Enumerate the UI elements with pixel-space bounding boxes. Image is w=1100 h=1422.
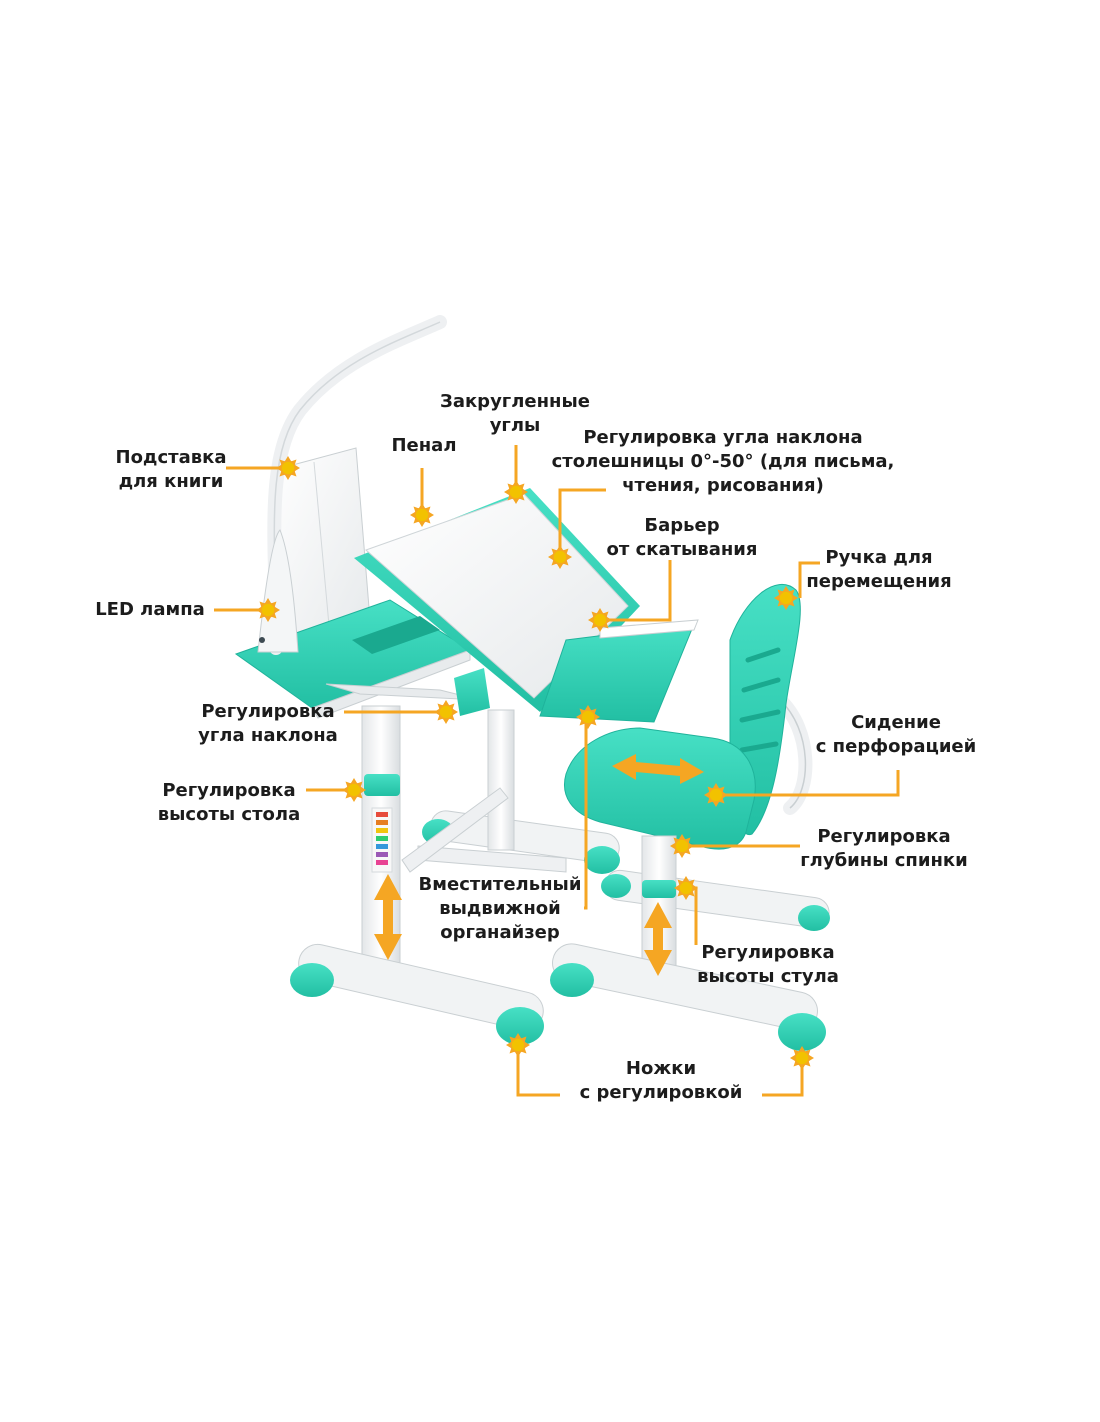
desk-front-foot-cap [496,1007,544,1045]
height-scale-bar [376,836,388,841]
tilt-bracket [454,668,490,716]
sun-marker-icon [673,875,699,901]
sun-marker-icon [669,833,695,859]
chair-back-frame-edge [779,699,807,809]
label-line: для книги [118,471,224,492]
chair-front-foot-cap [778,1013,826,1051]
label-led-lamp: LED лампа [86,598,214,622]
label-line: чтения, рисования) [622,475,824,496]
label-line: Регулировка [201,701,335,722]
label-line: Сидение [851,712,941,733]
label-line: Подставка [115,447,227,468]
sun-marker-icon [255,597,281,623]
label-line: выдвижной [439,898,561,919]
label-back-depth: Регулировка глубины спинки [792,825,976,873]
label-line: Барьер [644,515,720,536]
label-adjustable-legs: Ножки с регулировкой [568,1057,754,1105]
desk [234,315,699,1045]
sun-marker-icon [433,699,459,725]
desk-back-pole [487,709,515,851]
label-line: Пенал [391,435,457,456]
desk-brace [401,787,509,873]
height-scale-bar [376,844,388,849]
label-tilt-adjust-top: Регулировка угла наклона столешницы 0°-5… [540,426,906,498]
sun-marker-icon [703,782,729,808]
height-scale-bar [376,852,388,857]
label-book-stand: Подставка для книги [104,446,238,494]
chair-seat [564,727,756,850]
chair-height-clamp [642,880,676,898]
label-line: Ручка для [825,547,933,568]
label-line: столешницы 0°-50° (для письма, [551,451,895,472]
label-line: Регулировка [162,780,296,801]
chair [550,584,830,1051]
label-line: с регулировкой [579,1082,743,1103]
height-scale-bar [376,820,388,825]
label-organizer: Вместительный выдвижной органайзер [410,873,590,945]
book-stand-fold [313,461,331,637]
sun-marker-icon [575,704,601,730]
sun-marker-icon [503,479,529,505]
label-line: высоты стула [697,966,839,987]
label-line: Регулировка [817,826,951,847]
desk-height-clamp [364,774,400,796]
label-line: Вместительный [418,874,582,895]
label-anti-roll-barrier: Барьер от скатывания [596,514,768,562]
tabletop [365,493,629,699]
height-scale-bar [376,812,388,817]
sun-marker-icon [505,1032,531,1058]
sun-marker-icon [587,607,613,633]
chair-back-foot-cap [601,874,631,898]
double-arrow-icon [374,874,402,960]
label-line: LED лампа [95,599,205,620]
label-line: перемещения [806,571,952,592]
pencil-case-slot [352,616,440,654]
sun-marker-icon [789,1045,815,1071]
label-desk-height: Регулировка высоты стола [146,779,312,827]
chair-backrest-slots [739,647,781,753]
double-arrow-icon [644,902,672,976]
label-line: от скатывания [606,539,758,560]
label-line: высоты стола [157,804,301,825]
label-line: с перфорацией [815,736,977,757]
label-tilt-adjust: Регулировка угла наклона [188,700,348,748]
label-move-handle: Ручка для перемещения [800,546,958,594]
label-line: Регулировка угла наклона [583,427,863,448]
chair-back-foot [604,869,830,929]
sun-marker-icon [276,456,300,480]
label-line: углы [489,415,541,436]
chair-back-foot-cap [798,905,830,931]
label-pencil-case: Пенал [384,434,464,458]
label-chair-height: Регулировка высоты стула [690,941,846,989]
label-line: Закругленные [440,391,590,412]
sun-marker-icon [547,544,573,570]
led-lamp-switch [259,637,265,643]
desk-front-foot-cap [290,963,334,997]
chair-front-foot [552,943,818,1031]
label-line: глубины спинки [800,850,968,871]
desk-frame-rail [311,649,471,719]
callout-markers [255,456,815,1071]
double-arrow-icon [612,754,704,784]
label-line: Регулировка [701,942,835,963]
label-line: Ножки [625,1058,697,1079]
sun-marker-icon [409,502,435,528]
label-seat: Сидение с перфорацией [808,711,984,759]
sun-marker-icon [341,777,367,803]
label-line: угла наклона [198,725,338,746]
desk-front-foot [298,943,544,1031]
anti-roll-barrier [599,619,699,639]
desk-back-foot-cap [584,846,620,874]
label-line: органайзер [440,922,560,943]
sun-marker-icon [773,585,799,611]
chair-front-foot-cap [550,963,594,997]
label-rounded-corners: Закругленные углы [430,390,600,438]
callout-lines [214,445,900,1097]
height-scale-bar [376,828,388,833]
height-scale-bar [376,860,388,865]
